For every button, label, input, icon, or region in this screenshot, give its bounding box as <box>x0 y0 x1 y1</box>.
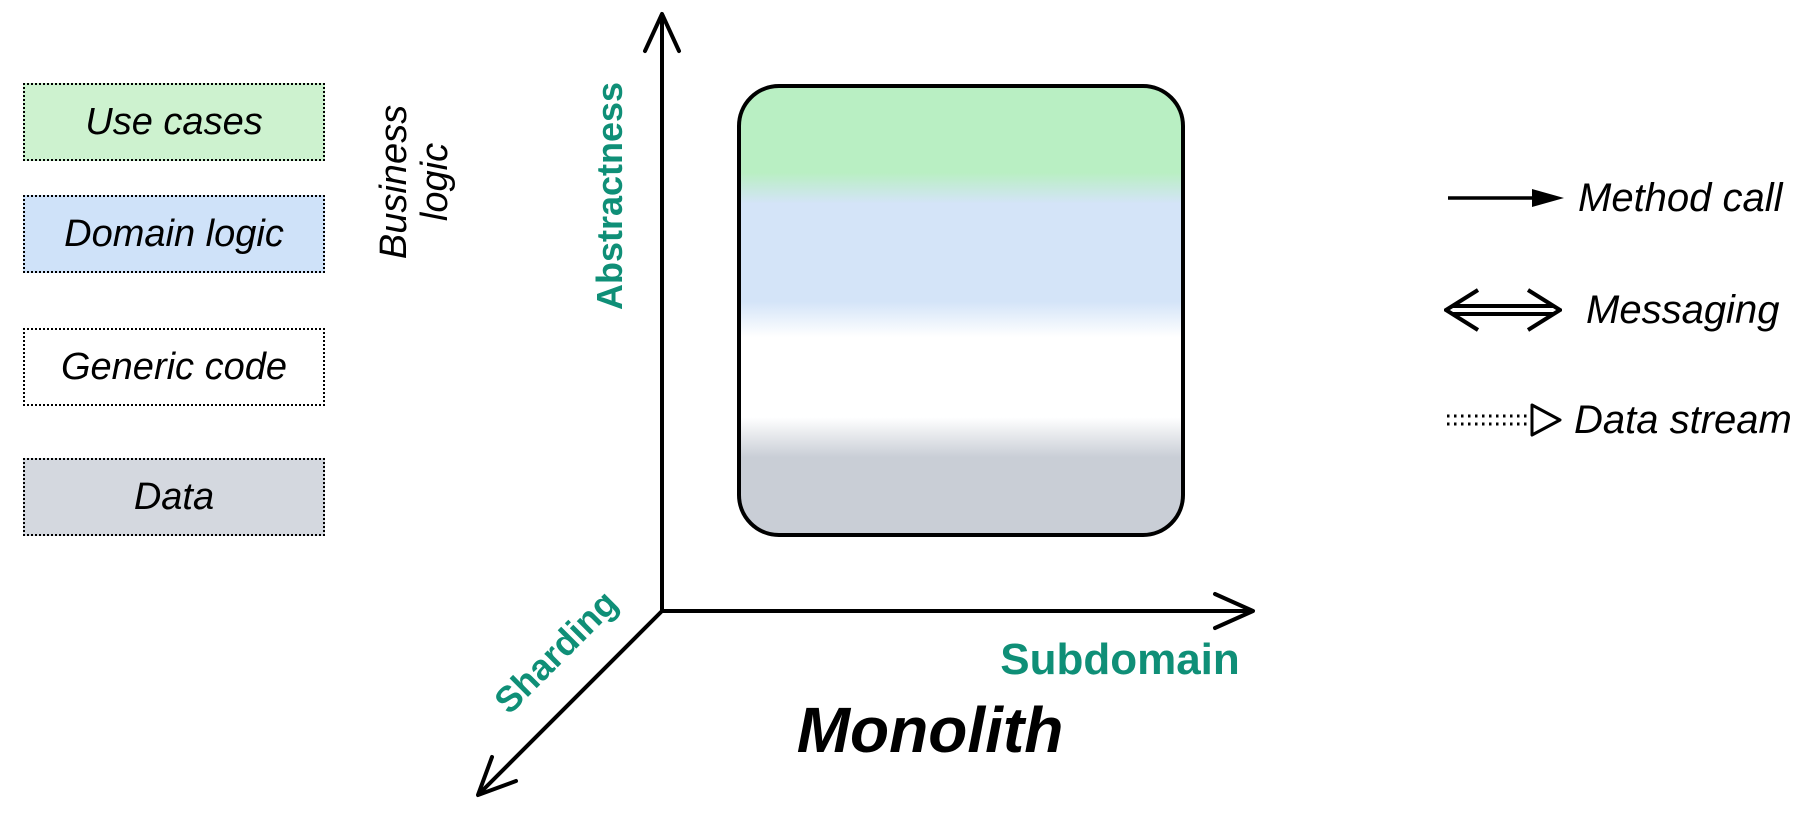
business-logic-line2: logic <box>414 142 456 222</box>
z-axis-arrowhead-icon <box>476 755 518 797</box>
monolith-label: Monolith <box>796 694 1064 766</box>
y-axis-label: Abstractness <box>589 81 630 311</box>
data-stream-arrow-icon <box>1447 403 1562 437</box>
y-axis-arrowhead-icon <box>643 12 681 53</box>
layer-legend-item-domain-logic: Domain logic <box>23 195 325 273</box>
messaging-arrow-icon <box>1444 288 1562 332</box>
layer-legend-item-data: Data <box>23 458 325 536</box>
layer-legend-item-use-cases: Use cases <box>23 83 325 161</box>
monolith-box <box>737 84 1185 537</box>
method-call-label: Method call <box>1578 175 1783 220</box>
business-logic-line1: Business <box>372 104 415 260</box>
layer-legend-label: Generic code <box>60 345 287 388</box>
layer-legend-item-generic-code: Generic code <box>23 328 325 406</box>
messaging-label: Messaging <box>1586 287 1780 332</box>
x-axis-label: Subdomain <box>1000 635 1240 684</box>
layer-legend-label: Use cases <box>85 100 263 143</box>
y-axis <box>643 12 681 613</box>
z-axis-label: Sharding <box>485 581 626 722</box>
x-axis-arrowhead-icon <box>1213 592 1255 630</box>
data-stream-label: Data stream <box>1574 397 1792 442</box>
x-axis <box>660 592 1255 630</box>
business-logic-group-label: Business logic <box>369 72 461 292</box>
method-call-arrow-icon <box>1448 189 1564 207</box>
layer-legend-label: Domain logic <box>64 212 284 255</box>
layer-legend-label: Data <box>133 475 215 518</box>
